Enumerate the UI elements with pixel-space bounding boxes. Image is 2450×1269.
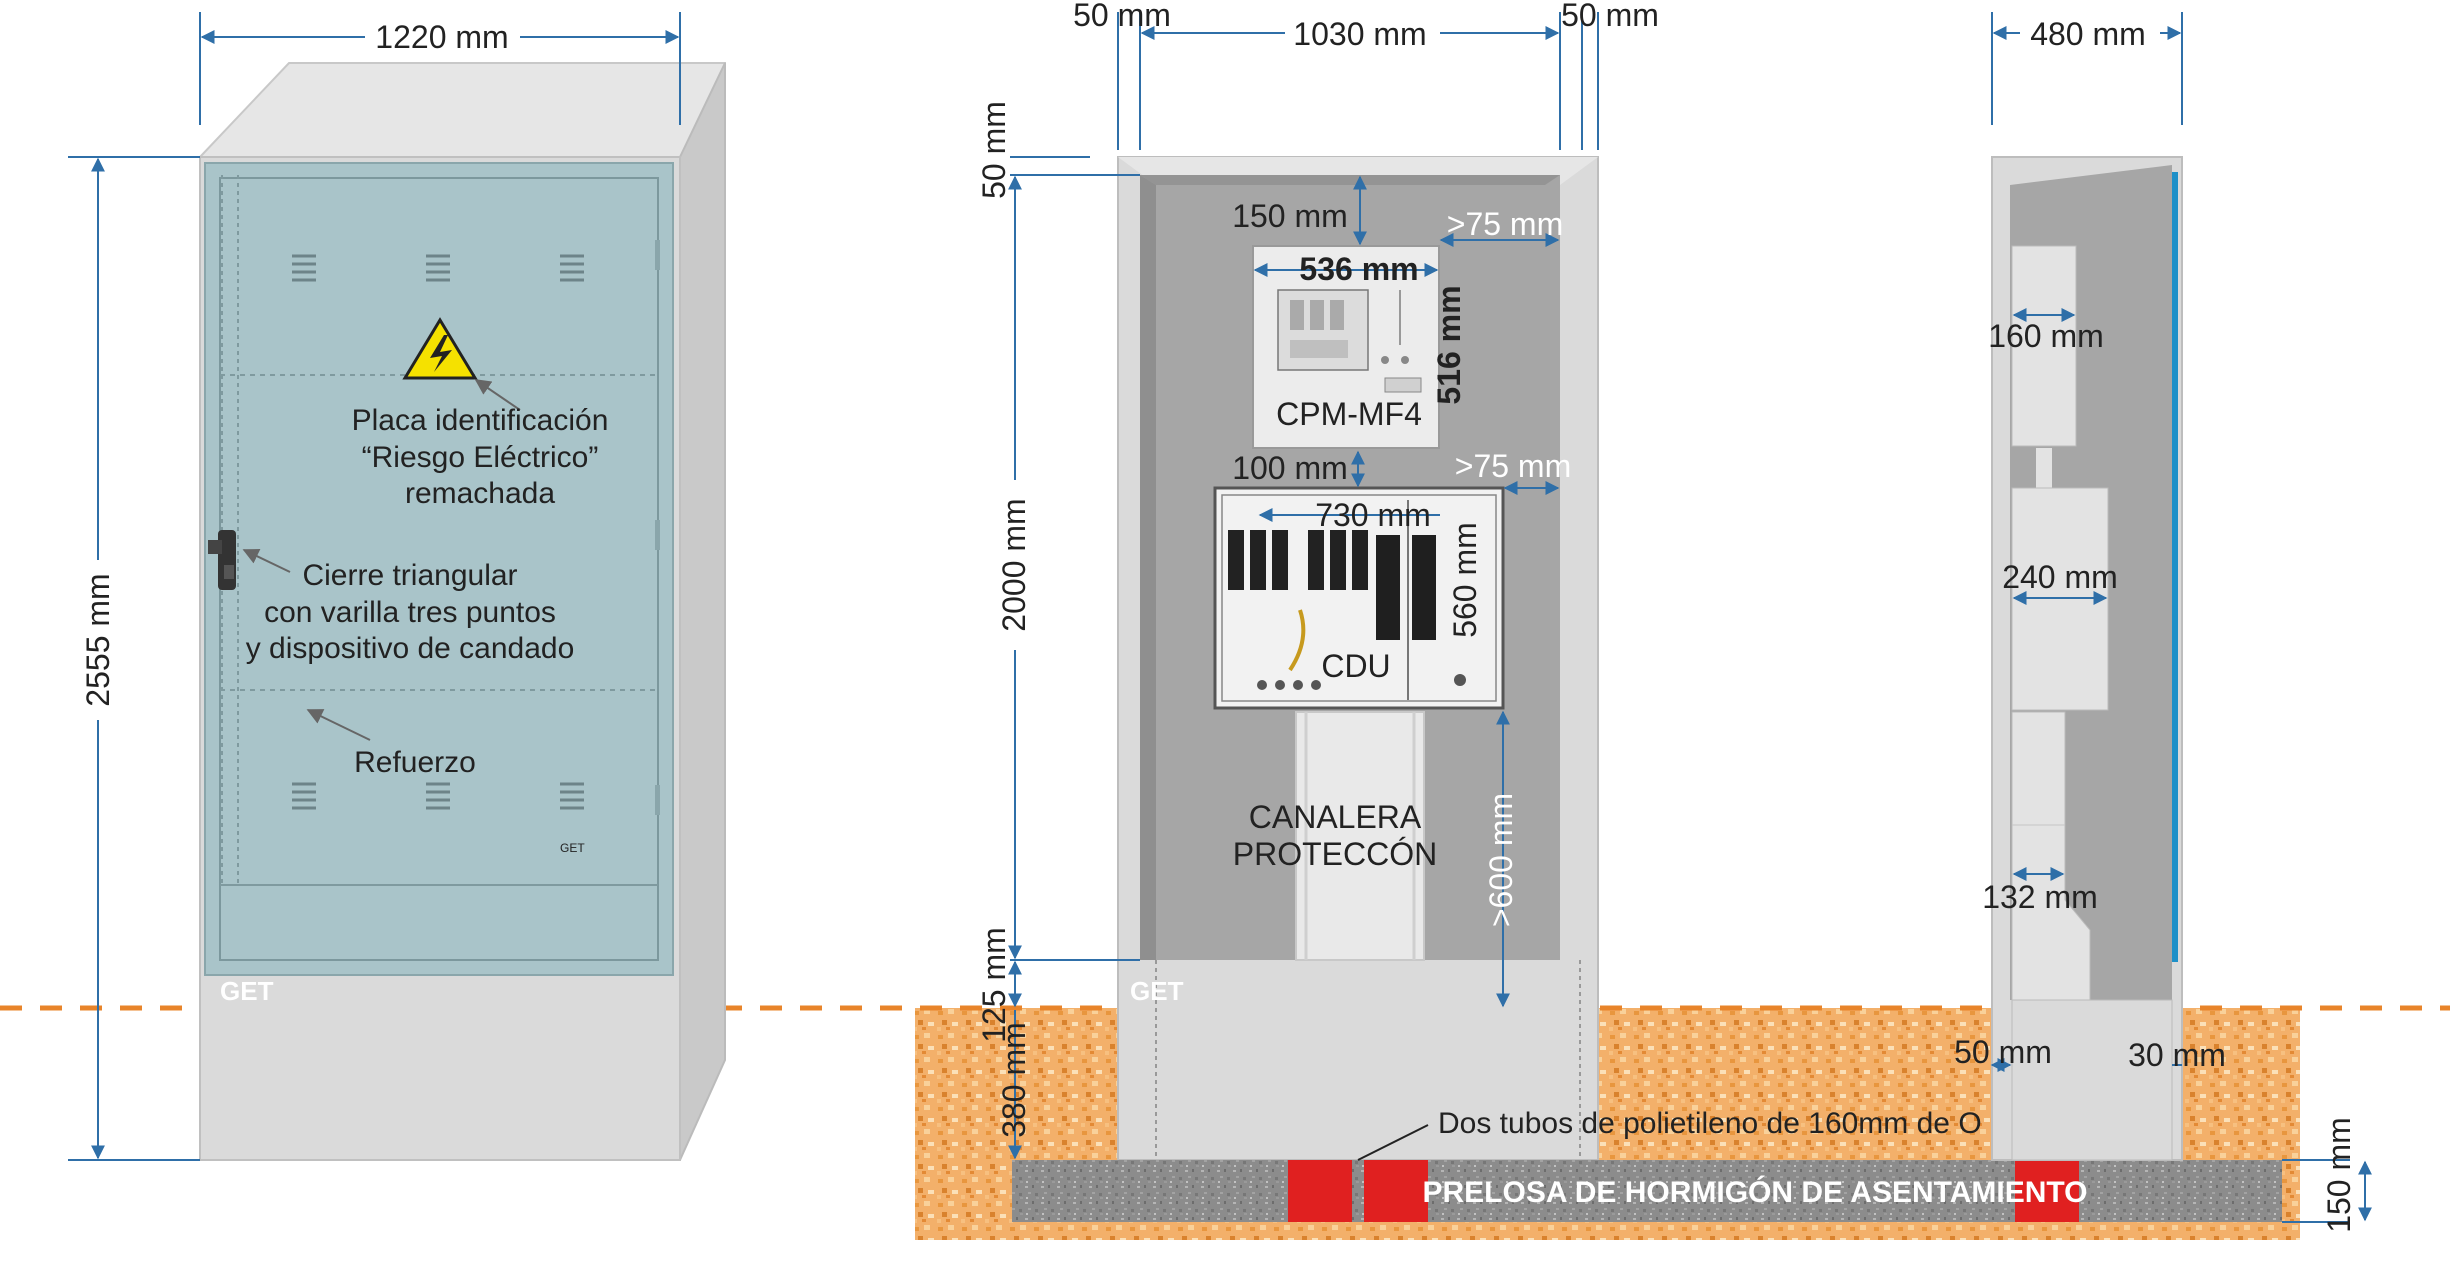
side-base-left-dimension: 50 mm <box>1954 1034 2052 1070</box>
interior-bottom-dimension: 125 mm <box>976 927 1012 1043</box>
side-view: 480 mm 160 mm 240 mm 132 mm 50 mm 30 mm … <box>1954 12 2372 1233</box>
gap-mid-dimension: 100 mm <box>1232 450 1348 486</box>
svg-text:y dispositivo de candado: y dispositivo de candado <box>246 632 575 665</box>
side-duct-depth-dimension: 132 mm <box>1982 879 2098 915</box>
front-width-dimension: 1220 mm <box>375 19 508 55</box>
cdu-width-dimension: 730 mm <box>1315 497 1431 533</box>
side-door-edge <box>2172 172 2178 962</box>
interior-brand-label: GET <box>1130 976 1184 1006</box>
vent-grilles <box>292 254 584 810</box>
slab-label: PRELOSA DE HORMIGÓN DE ASENTAMIENTO <box>1422 1175 2087 1209</box>
front-view: GET GET Placa identificación “Riesgo Elé… <box>68 12 726 1161</box>
side-dimensions <box>1990 12 2372 1223</box>
slab-height-dimension: 150 mm <box>2321 1117 2357 1233</box>
cdu-name-label: CDU <box>1321 648 1390 684</box>
side-cpm-box <box>2011 245 2077 447</box>
side-base-right-dimension: 30 mm <box>2128 1037 2226 1073</box>
interior-buried-dimension: 380 mm <box>996 1022 1032 1138</box>
interior-width-dimension: 1030 mm <box>1293 16 1426 52</box>
triangular-lock-icon <box>208 530 236 590</box>
interior-side-right-dimension: 50 mm <box>1561 0 1659 33</box>
interior-dimensions <box>1008 12 1599 1160</box>
side-depth-dimension: 480 mm <box>2030 16 2146 52</box>
clear-right-1-dimension: >75 mm <box>1447 206 1563 242</box>
cdu-box <box>1213 486 1505 710</box>
side-cpm-depth-dimension: 160 mm <box>1988 318 2104 354</box>
cpm-mf4-box <box>1252 245 1440 449</box>
clear-right-2-dimension: >75 mm <box>1455 448 1571 484</box>
reinforcement-annotation: Refuerzo <box>354 746 476 779</box>
front-brand-label: GET <box>220 976 274 1006</box>
cpm-width-dimension: 536 mm <box>1299 251 1418 287</box>
cpm-name-label: CPM-MF4 <box>1276 396 1422 432</box>
svg-text:“Riesgo Eléctrico”: “Riesgo Eléctrico” <box>362 441 599 474</box>
electrical-hazard-icon <box>402 317 478 380</box>
plate-annotation: Placa identificación “Riesgo Eléctrico” … <box>352 404 609 510</box>
polyethylene-tube-2 <box>1364 1160 1428 1222</box>
svg-text:con varilla tres puntos: con varilla tres puntos <box>264 596 556 629</box>
interior-view: CPM-MF4 CDU GET CANALERA PROTECCÓN <box>976 0 2282 1222</box>
cable-duct <box>1295 711 1425 961</box>
duct-clear-dimension: >600 mm <box>1483 793 1519 927</box>
cpm-height-dimension: 516 mm <box>1431 285 1467 404</box>
svg-text:PROTECCÓN: PROTECCÓN <box>1233 836 1437 872</box>
polyethylene-tube-side <box>2015 1160 2079 1222</box>
interior-side-left-dimension: 50 mm <box>1073 0 1171 33</box>
interior-height-dimension: 2000 mm <box>996 498 1032 631</box>
front-brand-small: GET <box>560 841 585 855</box>
tubes-annotation: Dos tubos de polietileno de 160mm de O <box>1438 1107 1982 1140</box>
front-dimensions <box>68 12 681 1161</box>
svg-text:Placa identificación: Placa identificación <box>352 404 609 437</box>
svg-text:Cierre triangular: Cierre triangular <box>302 559 517 592</box>
gap-top-dimension: 150 mm <box>1232 198 1348 234</box>
svg-text:CANALERA: CANALERA <box>1249 799 1422 835</box>
duct-label: CANALERA PROTECCÓN <box>1233 799 1437 872</box>
lock-annotation: Cierre triangular con varilla tres punto… <box>246 559 575 665</box>
side-cdu-depth-dimension: 240 mm <box>2002 559 2118 595</box>
cdu-height-dimension: 560 mm <box>1447 522 1483 638</box>
svg-text:remachada: remachada <box>405 477 555 510</box>
interior-top-dimension: 50 mm <box>976 101 1012 199</box>
front-height-dimension: 2555 mm <box>80 573 116 706</box>
polyethylene-tube-1 <box>1288 1160 1352 1222</box>
